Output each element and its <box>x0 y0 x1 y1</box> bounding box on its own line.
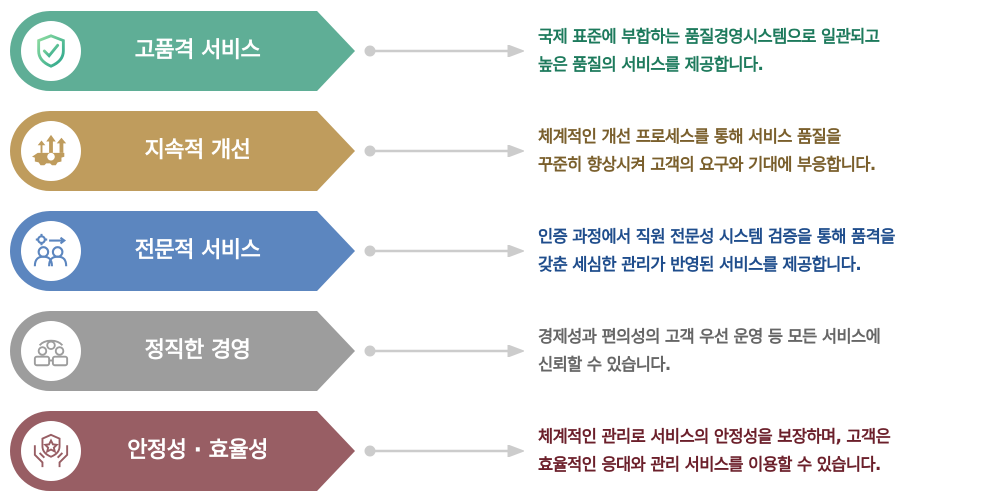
banner: 고품격 서비스 <box>10 11 355 91</box>
banner-title: 정직한 경영 <box>144 338 251 363</box>
description-line: 국제 표준에 부합하는 품질경영시스템으로 일관되고 <box>538 27 880 46</box>
description-line: 꾸준히 향상시켜 고객의 요구와 기대에 부응합니다. <box>538 155 876 174</box>
connector-arrow <box>364 245 524 257</box>
banner: 안정성 · 효율성 <box>10 411 355 491</box>
banner-title: 안정성 · 효율성 <box>127 438 268 463</box>
banner-title: 전문적 서비스 <box>134 238 261 263</box>
connector-arrow <box>364 445 524 457</box>
description-line: 효율적인 응대와 관리 서비스를 이용할 수 있습니다. <box>538 455 881 474</box>
description-line: 신뢰할 수 있습니다. <box>538 355 671 374</box>
team-tools-icon <box>21 221 81 281</box>
connector-arrow <box>364 145 524 157</box>
connector-arrow <box>364 345 524 357</box>
banner: 정직한 경영 <box>10 311 355 391</box>
connector-arrow <box>364 45 524 57</box>
shield-check-icon <box>21 21 81 81</box>
gear-arrows-up-icon <box>21 121 81 181</box>
description-line: 높은 품질의 서비스를 제공합니다. <box>538 55 764 74</box>
banner: 지속적 개선 <box>10 111 355 191</box>
description-line: 체계적인 개선 프로세스를 통해 서비스 품질을 <box>538 127 841 146</box>
description-line: 인증 과정에서 직원 전문성 시스템 검증을 통해 품격을 <box>538 227 895 246</box>
people-cycle-icon <box>21 321 81 381</box>
description-line: 체계적인 관리로 서비스의 안정성을 보장하며, 고객은 <box>538 427 891 446</box>
description-line: 경제성과 편의성의 고객 우선 운영 등 모든 서비스에 <box>538 327 881 346</box>
banner-title: 지속적 개선 <box>144 138 251 163</box>
banner-title: 고품격 서비스 <box>134 38 261 63</box>
banner: 전문적 서비스 <box>10 211 355 291</box>
hands-shield-star-icon <box>21 421 81 481</box>
description-line: 갖춘 세심한 관리가 반영된 서비스를 제공합니다. <box>538 255 862 274</box>
